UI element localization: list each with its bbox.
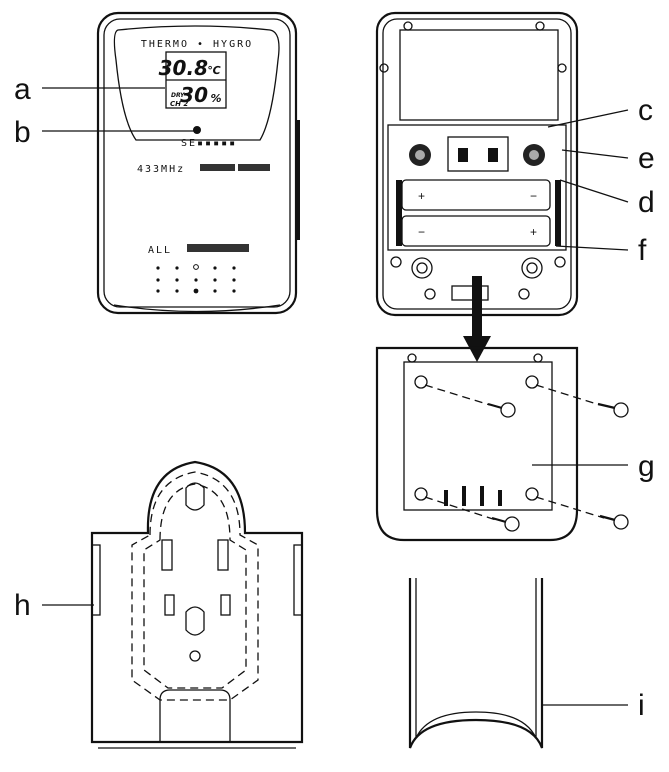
lcd-temp-unit: ℃ — [207, 64, 221, 77]
stand-bracket — [90, 460, 304, 749]
wall-plate — [375, 346, 579, 542]
lcd-humidity: 30 — [180, 83, 208, 107]
u-holder — [408, 578, 544, 749]
blurred-text-1 — [200, 164, 270, 171]
maker-label: SE▪▪▪▪▪ — [181, 138, 237, 149]
callout-h: h — [14, 589, 31, 622]
sensor-front: THERMO • HYGRO 30.8 ℃ 30 % DRY CH 2 SE▪▪… — [96, 11, 300, 315]
bottom-label: ALL — [148, 245, 172, 256]
battery-compartment — [387, 124, 567, 251]
led-indicator — [193, 126, 201, 134]
callout-e: e — [638, 142, 655, 175]
sensor-back: + − − + — [375, 11, 579, 317]
svg-text:+: + — [530, 225, 537, 239]
callout-a: a — [14, 73, 31, 106]
callout-c: c — [638, 94, 653, 127]
callout-d: d — [638, 186, 655, 219]
callout-f: f — [638, 234, 647, 267]
lcd-humidity-unit: % — [210, 92, 221, 105]
lcd-channel: CH 2 — [170, 100, 188, 108]
batteries: + − − + — [401, 179, 551, 247]
leader-lines — [42, 87, 629, 706]
side-clip — [296, 120, 300, 240]
callout-i: i — [638, 689, 645, 722]
screws — [424, 384, 629, 532]
svg-text:−: − — [418, 225, 425, 239]
callout-b: b — [14, 116, 31, 149]
svg-text:−: − — [530, 189, 537, 203]
blurred-text-2 — [187, 244, 249, 252]
speaker-grille — [156, 264, 236, 294]
lcd-dry: DRY — [171, 92, 185, 99]
channel-switch — [447, 136, 509, 172]
svg-text:+: + — [418, 189, 425, 203]
frequency-label: 433MHz — [137, 164, 185, 175]
brand-title: THERMO • HYGRO — [141, 39, 253, 50]
callout-g: g — [638, 450, 655, 483]
lcd-temperature: 30.8 — [159, 56, 208, 80]
